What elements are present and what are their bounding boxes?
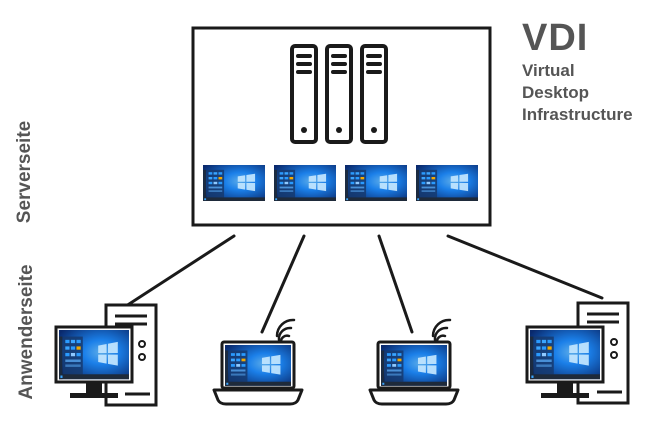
virtual-desktop-screen-icon [416,165,478,201]
wifi-icon [275,318,296,344]
desktop-pc-icon [54,303,158,407]
connection-lines [124,234,604,334]
laptop-icon [212,340,304,406]
connection-line [377,234,414,334]
user-side-label: Anwenderseite [16,264,37,400]
virtual-desktop-screen-icon [345,165,407,201]
connection-line [446,234,604,300]
connection-line [124,234,236,308]
vdi-subtitle-line: Virtual [522,61,575,80]
laptop-icon [368,340,460,406]
virtual-desktop-screen-icon [203,165,265,201]
virtual-desktop-screen-icon [274,165,336,201]
desktop-pc-icon [525,301,630,405]
wifi-icon [431,318,452,344]
connection-line [260,234,306,334]
vdi-subtitle-line: Desktop [522,83,590,102]
server-side-label: Serverseite [14,120,35,224]
server-rack-icon [290,44,388,144]
vdi-subtitle-line: Infrastructure [522,105,633,124]
vdi-title: VDI [522,17,589,59]
